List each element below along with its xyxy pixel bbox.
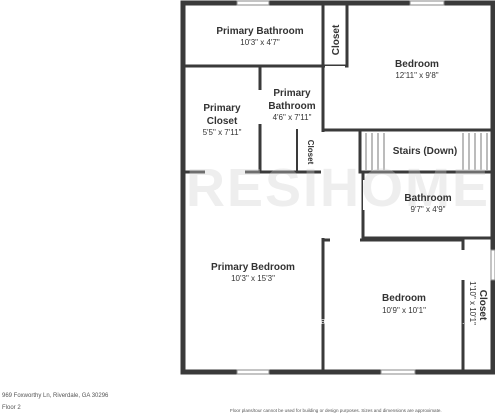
primary-bathroom-small-dims: 4'6" x 7'11" [273, 113, 312, 122]
bedroom-bottom-dims: 10'9" x 10'1" [382, 306, 426, 315]
floor-label: Floor 2 [2, 405, 21, 411]
closet-top-name: Closet [331, 24, 342, 55]
door-openings [205, 66, 466, 280]
bathroom-dims: 9'7" x 4'9" [411, 205, 446, 214]
bedroom-bottom-name: Bedroom [382, 293, 426, 304]
property-address: 969 Foxworthy Ln, Riverdale, GA 30296 [2, 393, 109, 399]
closet-right-name: Closet [477, 290, 488, 321]
disclaimer: Floor plans/tour cannot be used for buil… [230, 408, 442, 413]
primary-bathroom-small-name-1: Primary [273, 88, 311, 99]
primary-bedroom-dims: 10'3" x 15'3" [231, 274, 275, 283]
bedroom-top-name: Bedroom [395, 59, 439, 70]
stairs-name: Stairs (Down) [393, 146, 457, 157]
primary-bedroom-name: Primary Bedroom [211, 262, 295, 273]
primary-closet-name-1: Primary [203, 103, 241, 114]
primary-closet-dims: 5'5" x 7'11" [203, 128, 242, 137]
primary-bathroom-small-name-2: Bathroom [268, 101, 315, 112]
bedroom-top-dims: 12'11" x 9'8" [395, 71, 438, 80]
primary-bathroom-name: Primary Bathroom [216, 26, 303, 37]
stairs-treads [365, 133, 488, 170]
watermark-logo: RESIHOME [186, 158, 490, 218]
windows [236, 0, 495, 375]
primary-bathroom-dims: 10'3" x 4'7" [240, 38, 280, 47]
bathroom-name: Bathroom [404, 193, 451, 204]
watermark-notice: Applications only accepted at resihome.c… [212, 316, 465, 326]
closet-small-name: Closet [306, 140, 315, 165]
primary-closet-name-2: Closet [207, 116, 238, 127]
closet-right-dims: 1'10" x 10'1" [468, 281, 477, 325]
